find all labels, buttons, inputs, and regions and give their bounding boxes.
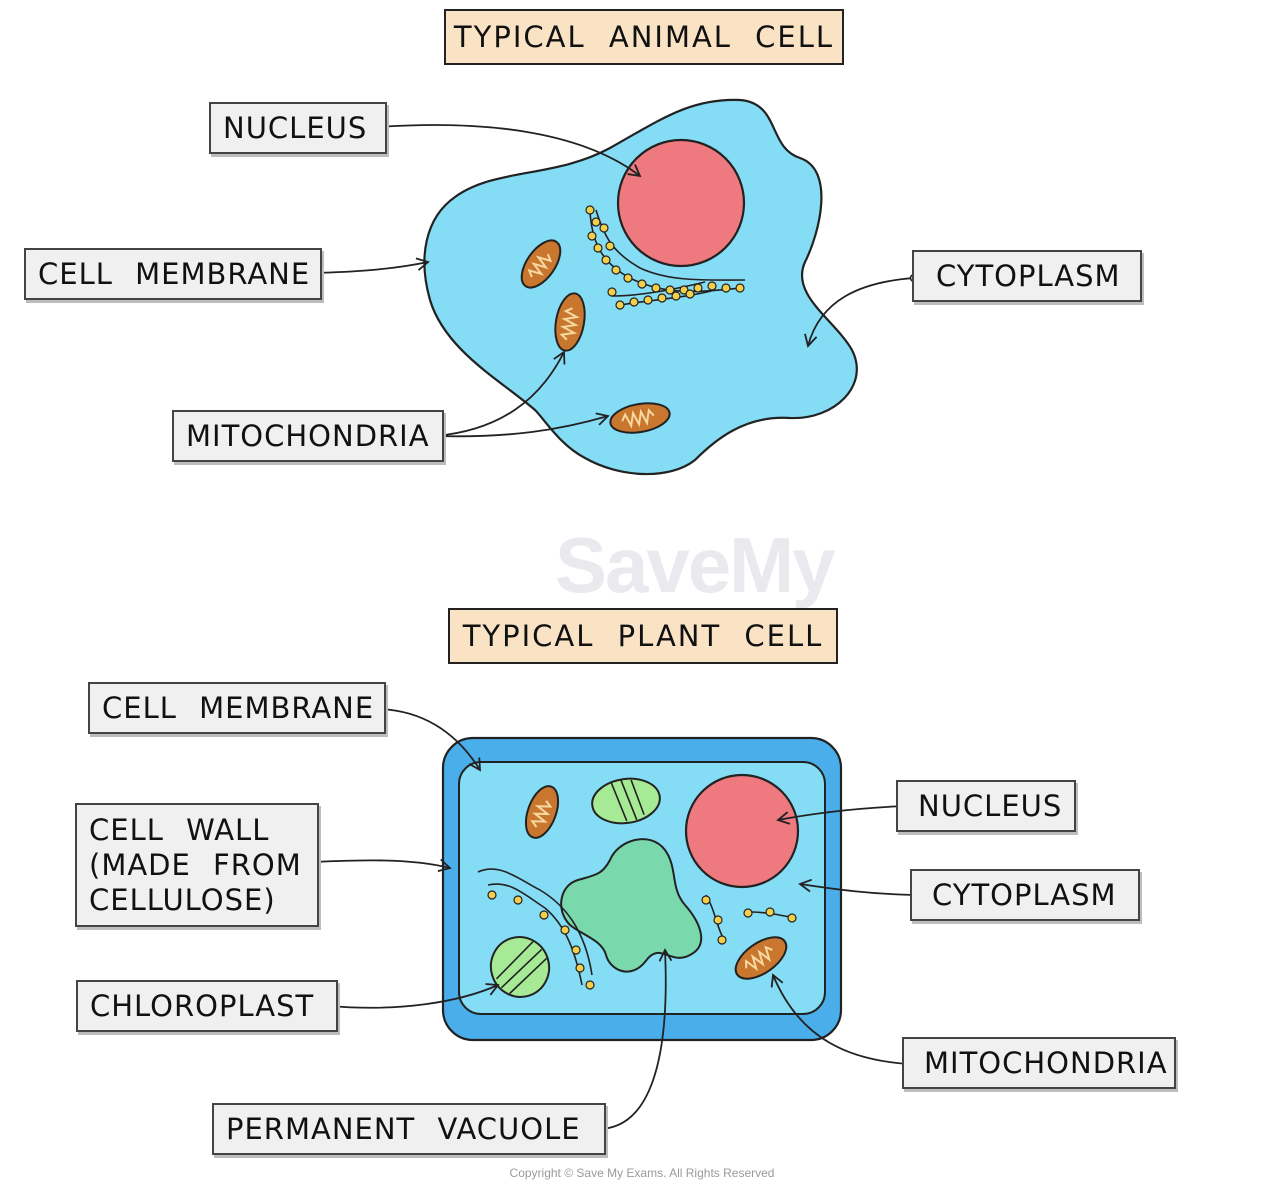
cell-wall-line-3: CELLULOSE): [89, 882, 276, 917]
animal-cell: [313, 98, 915, 476]
plant-chloroplast-2: [489, 936, 551, 998]
animal-cell-title: TYPICAL ANIMAL CELL: [444, 9, 844, 65]
plant-mitochondrion-2: [734, 936, 788, 980]
plant-nucleus: [684, 773, 800, 889]
animal-label-cell-membrane: CELL MEMBRANE: [24, 248, 322, 300]
animal-mitochondrion-3: [609, 402, 671, 434]
watermark: SaveMy: [555, 521, 836, 609]
animal-ribosomes: [585, 205, 745, 310]
animal-label-cytoplasm: CYTOPLASM: [912, 250, 1142, 302]
cell-wall-line-2: (MADE FROM: [89, 847, 302, 882]
cell-wall-line-1: CELL WALL: [89, 812, 270, 847]
plant-label-cytoplasm: CYTOPLASM: [910, 869, 1140, 921]
plant-label-chloroplast: CHLOROPLAST: [76, 980, 338, 1032]
plant-label-nucleus: NUCLEUS: [896, 780, 1076, 832]
plant-cell-title: TYPICAL PLANT CELL: [448, 608, 838, 664]
plant-label-permanent-vacuole: PERMANENT VACUOLE: [212, 1103, 606, 1155]
animal-mitochondrion-1: [520, 239, 562, 289]
animal-label-mitochondria: MITOCHONDRIA: [172, 410, 444, 462]
plant-label-mitochondria: MITOCHONDRIA: [902, 1037, 1176, 1089]
plant-label-cell-wall: CELL WALL (MADE FROM CELLULOSE): [75, 803, 319, 927]
copyright-notice: Copyright © Save My Exams. All Rights Re…: [509, 1166, 775, 1180]
plant-cell: [311, 708, 917, 1130]
plant-vacuole: [560, 838, 703, 973]
plant-leader-lines: [311, 708, 917, 1130]
animal-leader-lines: [313, 124, 915, 438]
plant-mitochondrion-1: [524, 785, 560, 839]
plant-label-cell-membrane: CELL MEMBRANE: [88, 682, 386, 734]
animal-nucleus: [616, 138, 746, 268]
animal-label-nucleus: NUCLEUS: [209, 102, 387, 154]
plant-chloroplast-1: [591, 777, 661, 825]
plant-ribosomes: [487, 890, 797, 990]
